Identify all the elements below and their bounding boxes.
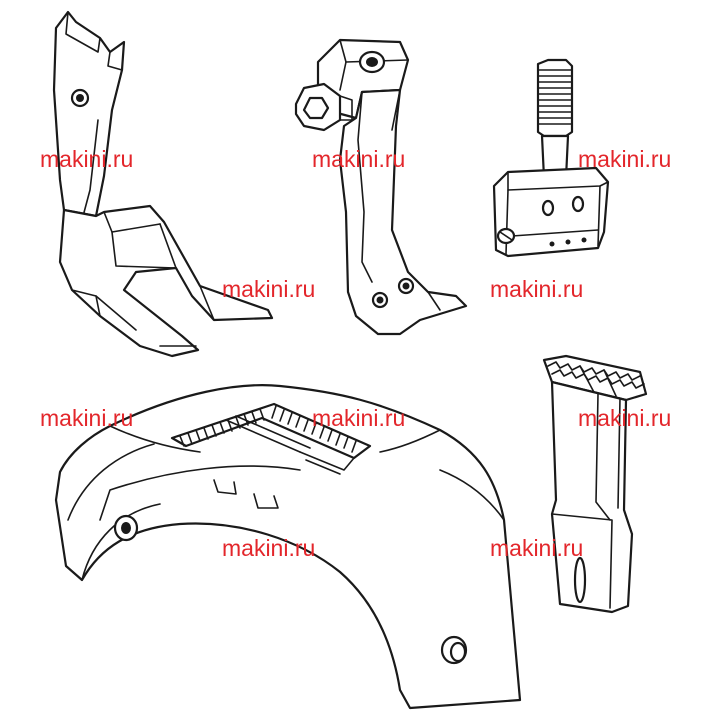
presser-foot-center-drawing	[294, 38, 468, 336]
watermark-text: makini.ru	[578, 405, 672, 431]
watermark-text: makini.ru	[490, 276, 584, 302]
watermark-text: makini.ru	[490, 535, 584, 561]
watermark-text: makini.ru	[40, 405, 134, 431]
watermark-text: makini.ru	[578, 146, 672, 172]
presser-foot-left-drawing	[52, 10, 274, 358]
throat-plate-drawing	[54, 384, 522, 710]
needle-clamp-drawing	[492, 58, 610, 258]
feed-dog-drawing	[542, 354, 648, 614]
watermark-text: makini.ru	[312, 146, 406, 172]
watermark-text: makini.ru	[40, 146, 134, 172]
watermark-text: makini.ru	[312, 405, 406, 431]
watermark-text: makini.ru	[222, 276, 316, 302]
watermark-text: makini.ru	[222, 535, 316, 561]
